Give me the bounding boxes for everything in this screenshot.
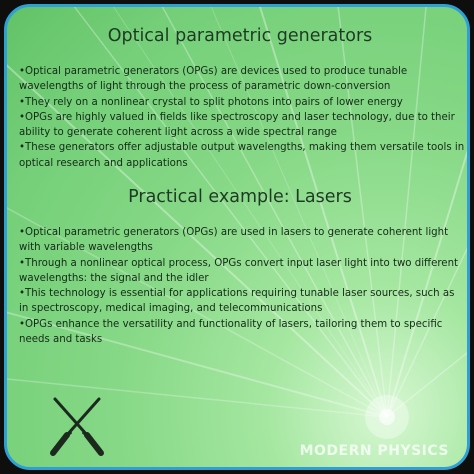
section-title-lasers: Practical example: Lasers bbox=[128, 187, 352, 207]
brand-watermark: MODERN PHYSICS bbox=[299, 443, 449, 459]
card-content: Optical parametric generators Optical pa… bbox=[7, 7, 467, 467]
list-item: This technology is essential for applica… bbox=[19, 286, 465, 317]
list-item: Optical parametric generators (OPGs) are… bbox=[19, 225, 465, 256]
list-item: They rely on a nonlinear crystal to spli… bbox=[19, 95, 465, 110]
list-item: These generators offer adjustable output… bbox=[19, 140, 465, 171]
list-item: OPGs enhance the versatility and functio… bbox=[19, 317, 465, 348]
lasers-bullet-list: Optical parametric generators (OPGs) are… bbox=[19, 225, 465, 347]
opg-bullet-list: Optical parametric generators (OPGs) are… bbox=[19, 64, 465, 171]
list-item: Through a nonlinear optical process, OPG… bbox=[19, 256, 465, 287]
info-card: Optical parametric generators Optical pa… bbox=[4, 4, 470, 470]
list-item: Optical parametric generators (OPGs) are… bbox=[19, 64, 465, 95]
crossed-lightsabers-icon bbox=[50, 397, 104, 456]
section-title-opg: Optical parametric generators bbox=[107, 26, 373, 46]
list-item: OPGs are highly valued in fields like sp… bbox=[19, 110, 465, 141]
